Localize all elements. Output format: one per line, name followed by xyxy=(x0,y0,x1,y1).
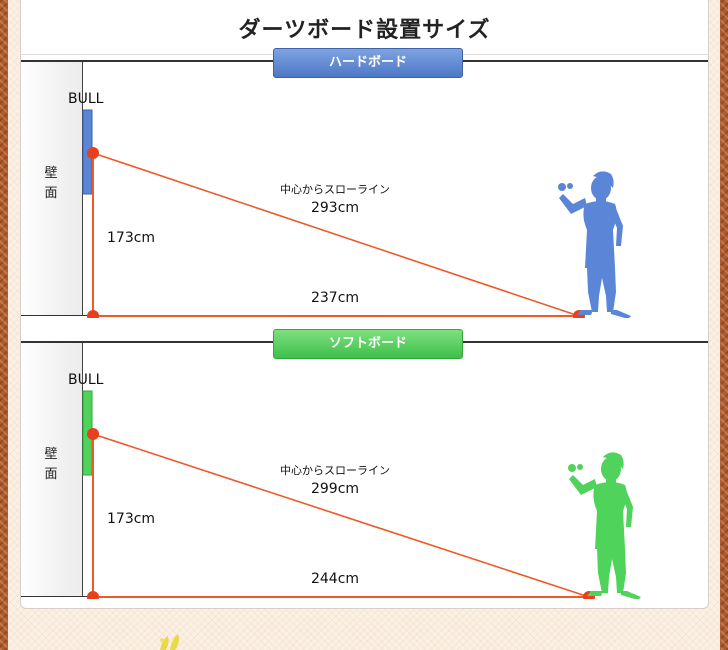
wall-label-char: 面 xyxy=(44,467,58,482)
flower-decoration-icon xyxy=(160,634,179,650)
woman-throwing-silhouette-icon xyxy=(568,452,641,599)
soft-board-section: 壁 面 BULL 173cm 中心からスローライン 299cm 244cm xyxy=(21,329,708,599)
bull-point xyxy=(87,147,99,159)
wall: 壁 面 xyxy=(21,341,83,596)
bull-label: BULL xyxy=(68,91,104,107)
diagonal-label: 293cm xyxy=(311,200,359,216)
diagonal-label: 299cm xyxy=(311,481,359,497)
floor-distance-label: 244cm xyxy=(311,571,359,587)
tab-hard-board[interactable]: ハードボード xyxy=(273,48,463,78)
diagonal-line xyxy=(92,152,580,317)
floor-point xyxy=(87,310,99,318)
hard-board-diagram: BULL 173cm 中心からスローライン 293cm 237cm xyxy=(68,91,631,318)
wall-label: 壁 面 xyxy=(43,164,59,204)
wall-label-char: 壁 xyxy=(44,447,58,462)
tab-soft-board[interactable]: ソフトボード xyxy=(273,329,463,359)
wall-label: 壁 面 xyxy=(43,445,59,485)
bull-point xyxy=(87,428,99,440)
wall-label-char: 壁 xyxy=(44,166,58,181)
floor-point xyxy=(87,591,99,599)
floor-distance-label: 237cm xyxy=(311,290,359,306)
soft-board-diagram: BULL 173cm 中心からスローライン 299cm 244cm xyxy=(68,372,641,599)
bull-label: BULL xyxy=(68,372,104,388)
main-card: ダーツボード設置サイズ 壁 面 BULL 173cm 中心からスローライン 29… xyxy=(20,0,709,609)
diagonal-caption: 中心からスローライン xyxy=(280,183,390,196)
diagonal-line xyxy=(92,433,590,598)
woman-throwing-silhouette-icon xyxy=(558,171,631,318)
page-title: ダーツボード設置サイズ xyxy=(238,18,491,43)
wall-label-char: 面 xyxy=(44,186,58,201)
height-label: 173cm xyxy=(107,511,155,527)
diagonal-caption: 中心からスローライン xyxy=(280,464,390,477)
height-label: 173cm xyxy=(107,230,155,246)
wall: 壁 面 xyxy=(21,60,83,315)
hard-board-section: 壁 面 BULL 173cm 中心からスローライン 293cm 237cm xyxy=(21,48,708,318)
